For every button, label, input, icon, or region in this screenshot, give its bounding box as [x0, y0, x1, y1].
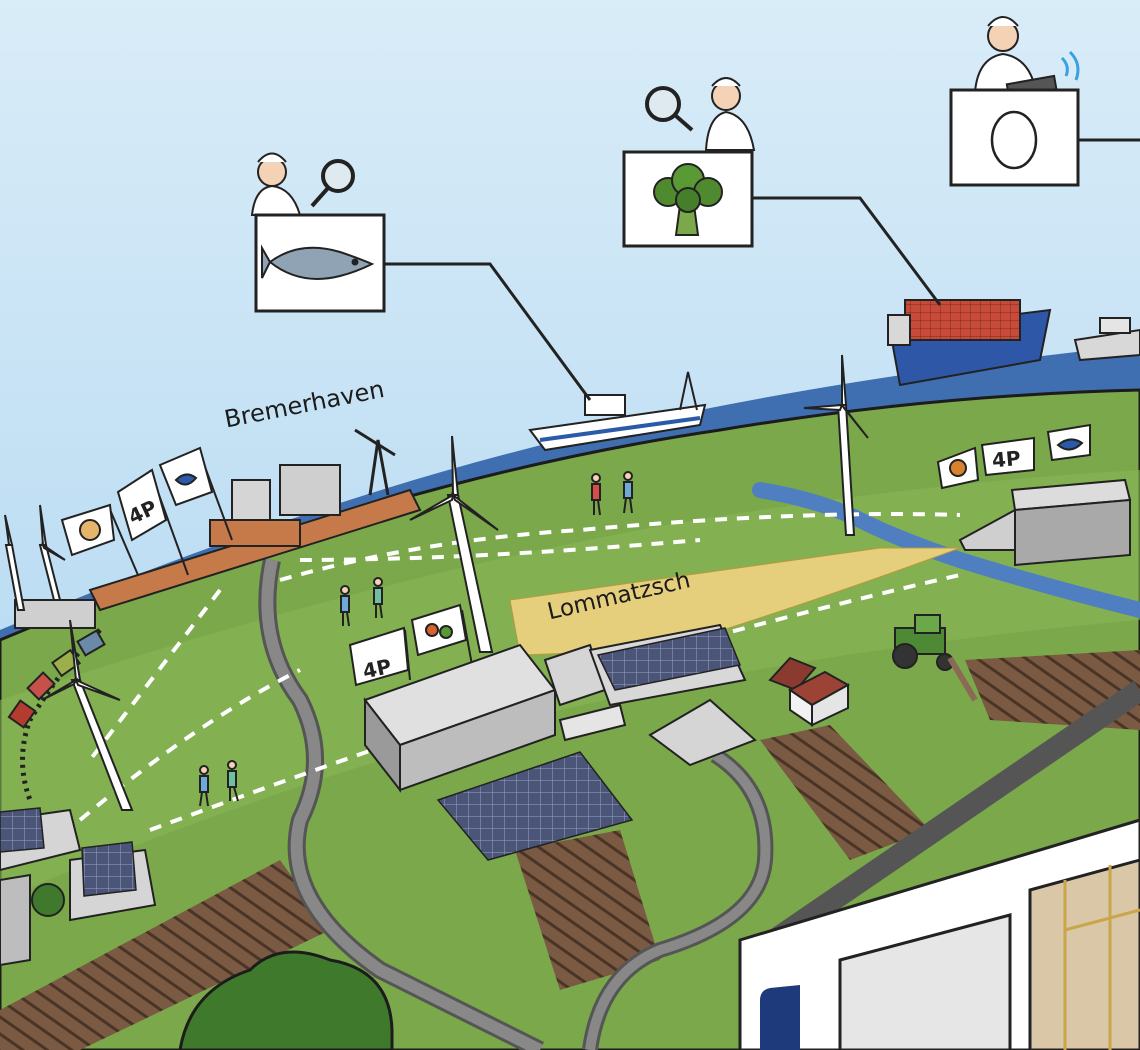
plowed-field-2 — [760, 725, 930, 860]
road-main-edge — [261, 558, 543, 1050]
flags-factory: 4P — [348, 603, 473, 687]
flag-brand-mark-2: 4P — [361, 654, 394, 683]
tree-cluster-bottom — [178, 950, 394, 1050]
fish-icon — [261, 244, 375, 280]
inspection-card-egg — [949, 88, 1080, 187]
cargo-ship-partial — [1073, 317, 1140, 362]
fishing-vessel — [528, 371, 707, 452]
harbour-crane — [354, 428, 396, 496]
egg-icon — [990, 110, 1038, 170]
flags-harbour: 4P — [60, 446, 233, 576]
inspector-1 — [250, 152, 355, 216]
road-east — [753, 680, 1140, 960]
solar-field-center — [436, 751, 634, 861]
farmhouse — [768, 656, 851, 727]
connector-lines — [384, 138, 1140, 401]
solar-roof-panels — [596, 627, 742, 691]
flag-brand-mark-3: 4P — [991, 446, 1022, 472]
harbour-buildings — [14, 464, 341, 629]
inspector-2 — [645, 77, 756, 151]
retail-store — [738, 818, 1140, 1050]
inspection-card-broccoli — [622, 150, 754, 248]
plowed-field-4 — [0, 860, 330, 1050]
plowed-field-1 — [515, 830, 660, 990]
river — [752, 482, 1140, 618]
wind-turbines — [4, 354, 869, 811]
east-factory — [958, 478, 1132, 567]
tree-west — [31, 883, 65, 917]
people — [199, 471, 633, 807]
flags-east: 4P — [936, 423, 1091, 490]
tractor — [892, 614, 978, 702]
harbour-quay — [88, 488, 422, 612]
solar-roof-west-1 — [0, 807, 45, 853]
broccoli-icon — [653, 163, 723, 236]
inspection-card-fish — [254, 213, 386, 313]
container-ship — [887, 299, 1052, 387]
solar-roof-west-2 — [81, 841, 137, 897]
road-branch-edge — [585, 750, 771, 1050]
